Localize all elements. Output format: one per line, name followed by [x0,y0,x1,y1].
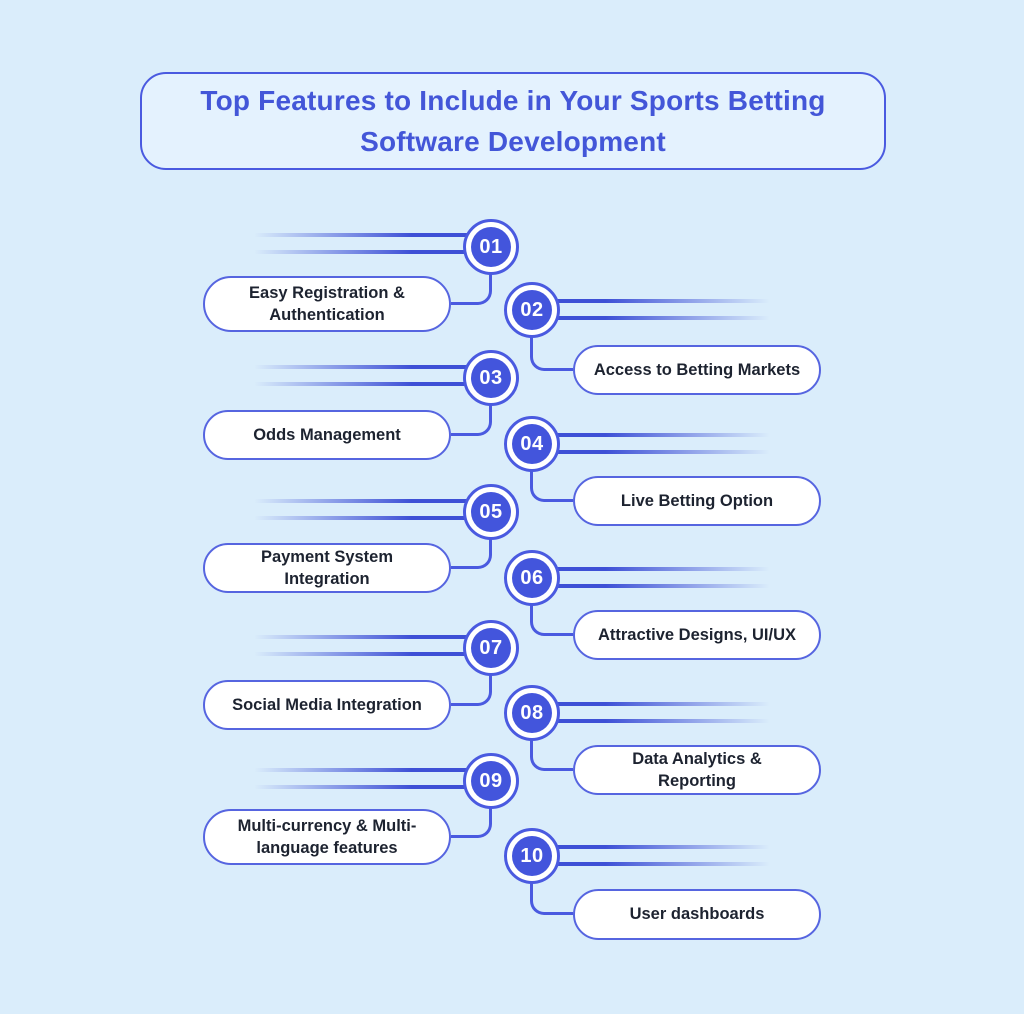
feature-label-pill-02: Access to Betting Markets [573,345,821,395]
feature-label-pill-04: Live Betting Option [573,476,821,526]
speed-line-top [532,299,777,303]
step-number: 08 [520,701,544,724]
step-number: 10 [520,844,544,867]
step-number-badge-07: 07 [463,620,519,676]
speed-line-bottom [247,652,482,656]
feature-label-pill-10: User dashboards [573,889,821,940]
step-number-badge-02: 02 [504,282,560,338]
feature-label-pill-05: Payment System Integration [203,543,451,593]
connector-line [530,336,573,371]
feature-label: Odds Management [253,425,401,444]
speed-line-top [532,702,777,706]
speed-line-bottom [532,584,777,588]
speed-line-bottom [247,785,482,789]
step-number-badge-09: 09 [463,753,519,809]
feature-label: Data Analytics & Reporting [632,749,762,790]
step-number-circle: 07 [471,628,511,668]
speed-line-top [532,433,777,437]
speed-line-bottom [247,250,482,254]
speed-line-top [247,233,482,237]
feature-label-pill-09: Multi-currency & Multi-language features [203,809,451,865]
step-number-badge-05: 05 [463,484,519,540]
step-number: 02 [520,298,544,321]
title-box: Top Features to Include in Your Sports B… [140,72,886,170]
speed-line-bottom [532,450,777,454]
feature-label: User dashboards [629,905,765,924]
speed-line-bottom [532,719,777,723]
connector-line [451,674,492,706]
feature-label-pill-01: Easy Registration & Authentication [203,276,451,332]
step-number: 07 [479,636,503,659]
feature-label: Live Betting Option [620,491,774,510]
step-number: 09 [479,769,503,792]
step-number-circle: 05 [471,492,511,532]
connector-line [451,404,492,436]
step-number-badge-04: 04 [504,416,560,472]
step-number-badge-03: 03 [463,350,519,406]
speed-line-top [532,845,777,849]
step-number-circle: 08 [512,693,552,733]
step-number-circle: 06 [512,558,552,598]
step-number: 06 [520,566,544,589]
step-number-circle: 10 [512,836,552,876]
speed-line-top [247,365,482,369]
step-number: 04 [520,432,544,455]
feature-label: Social Media Integration [232,695,422,714]
step-number-badge-01: 01 [463,219,519,275]
page-title-line-1: Top Features to Include in Your Sports B… [200,85,826,116]
feature-label-pill-03: Odds Management [203,410,451,460]
connector-line [530,604,573,636]
feature-label: Attractive Designs, UI/UX [597,625,797,644]
connector-line [451,807,492,838]
step-number-circle: 09 [471,761,511,801]
speed-line-bottom [532,316,777,320]
feature-label: Easy Registration & Authentication [249,283,405,324]
step-number: 05 [479,500,503,523]
speed-line-top [247,635,482,639]
step-number-circle: 02 [512,290,552,330]
step-number: 01 [479,235,503,258]
connector-line [530,882,573,915]
speed-line-bottom [247,382,482,386]
step-number-badge-06: 06 [504,550,560,606]
step-number-circle: 04 [512,424,552,464]
feature-label: Multi-currency & Multi-language features [237,816,417,857]
step-number-badge-10: 10 [504,828,560,884]
speed-line-top [247,768,482,772]
speed-line-bottom [247,516,482,520]
connector-line [530,739,573,771]
connector-line [530,470,573,502]
page-title-line-2: Software Development [360,126,666,157]
feature-label: Payment System Integration [260,547,394,588]
speed-line-top [247,499,482,503]
connector-line [451,273,492,305]
speed-line-top [532,567,777,571]
step-number-circle: 03 [471,358,511,398]
step-number-circle: 01 [471,227,511,267]
step-number-badge-08: 08 [504,685,560,741]
feature-label-pill-08: Data Analytics & Reporting [573,745,821,795]
speed-line-bottom [532,862,777,866]
connector-line [451,538,492,569]
feature-label: Access to Betting Markets [593,360,801,379]
step-number: 03 [479,366,503,389]
feature-label-pill-07: Social Media Integration [203,680,451,730]
feature-label-pill-06: Attractive Designs, UI/UX [573,610,821,660]
